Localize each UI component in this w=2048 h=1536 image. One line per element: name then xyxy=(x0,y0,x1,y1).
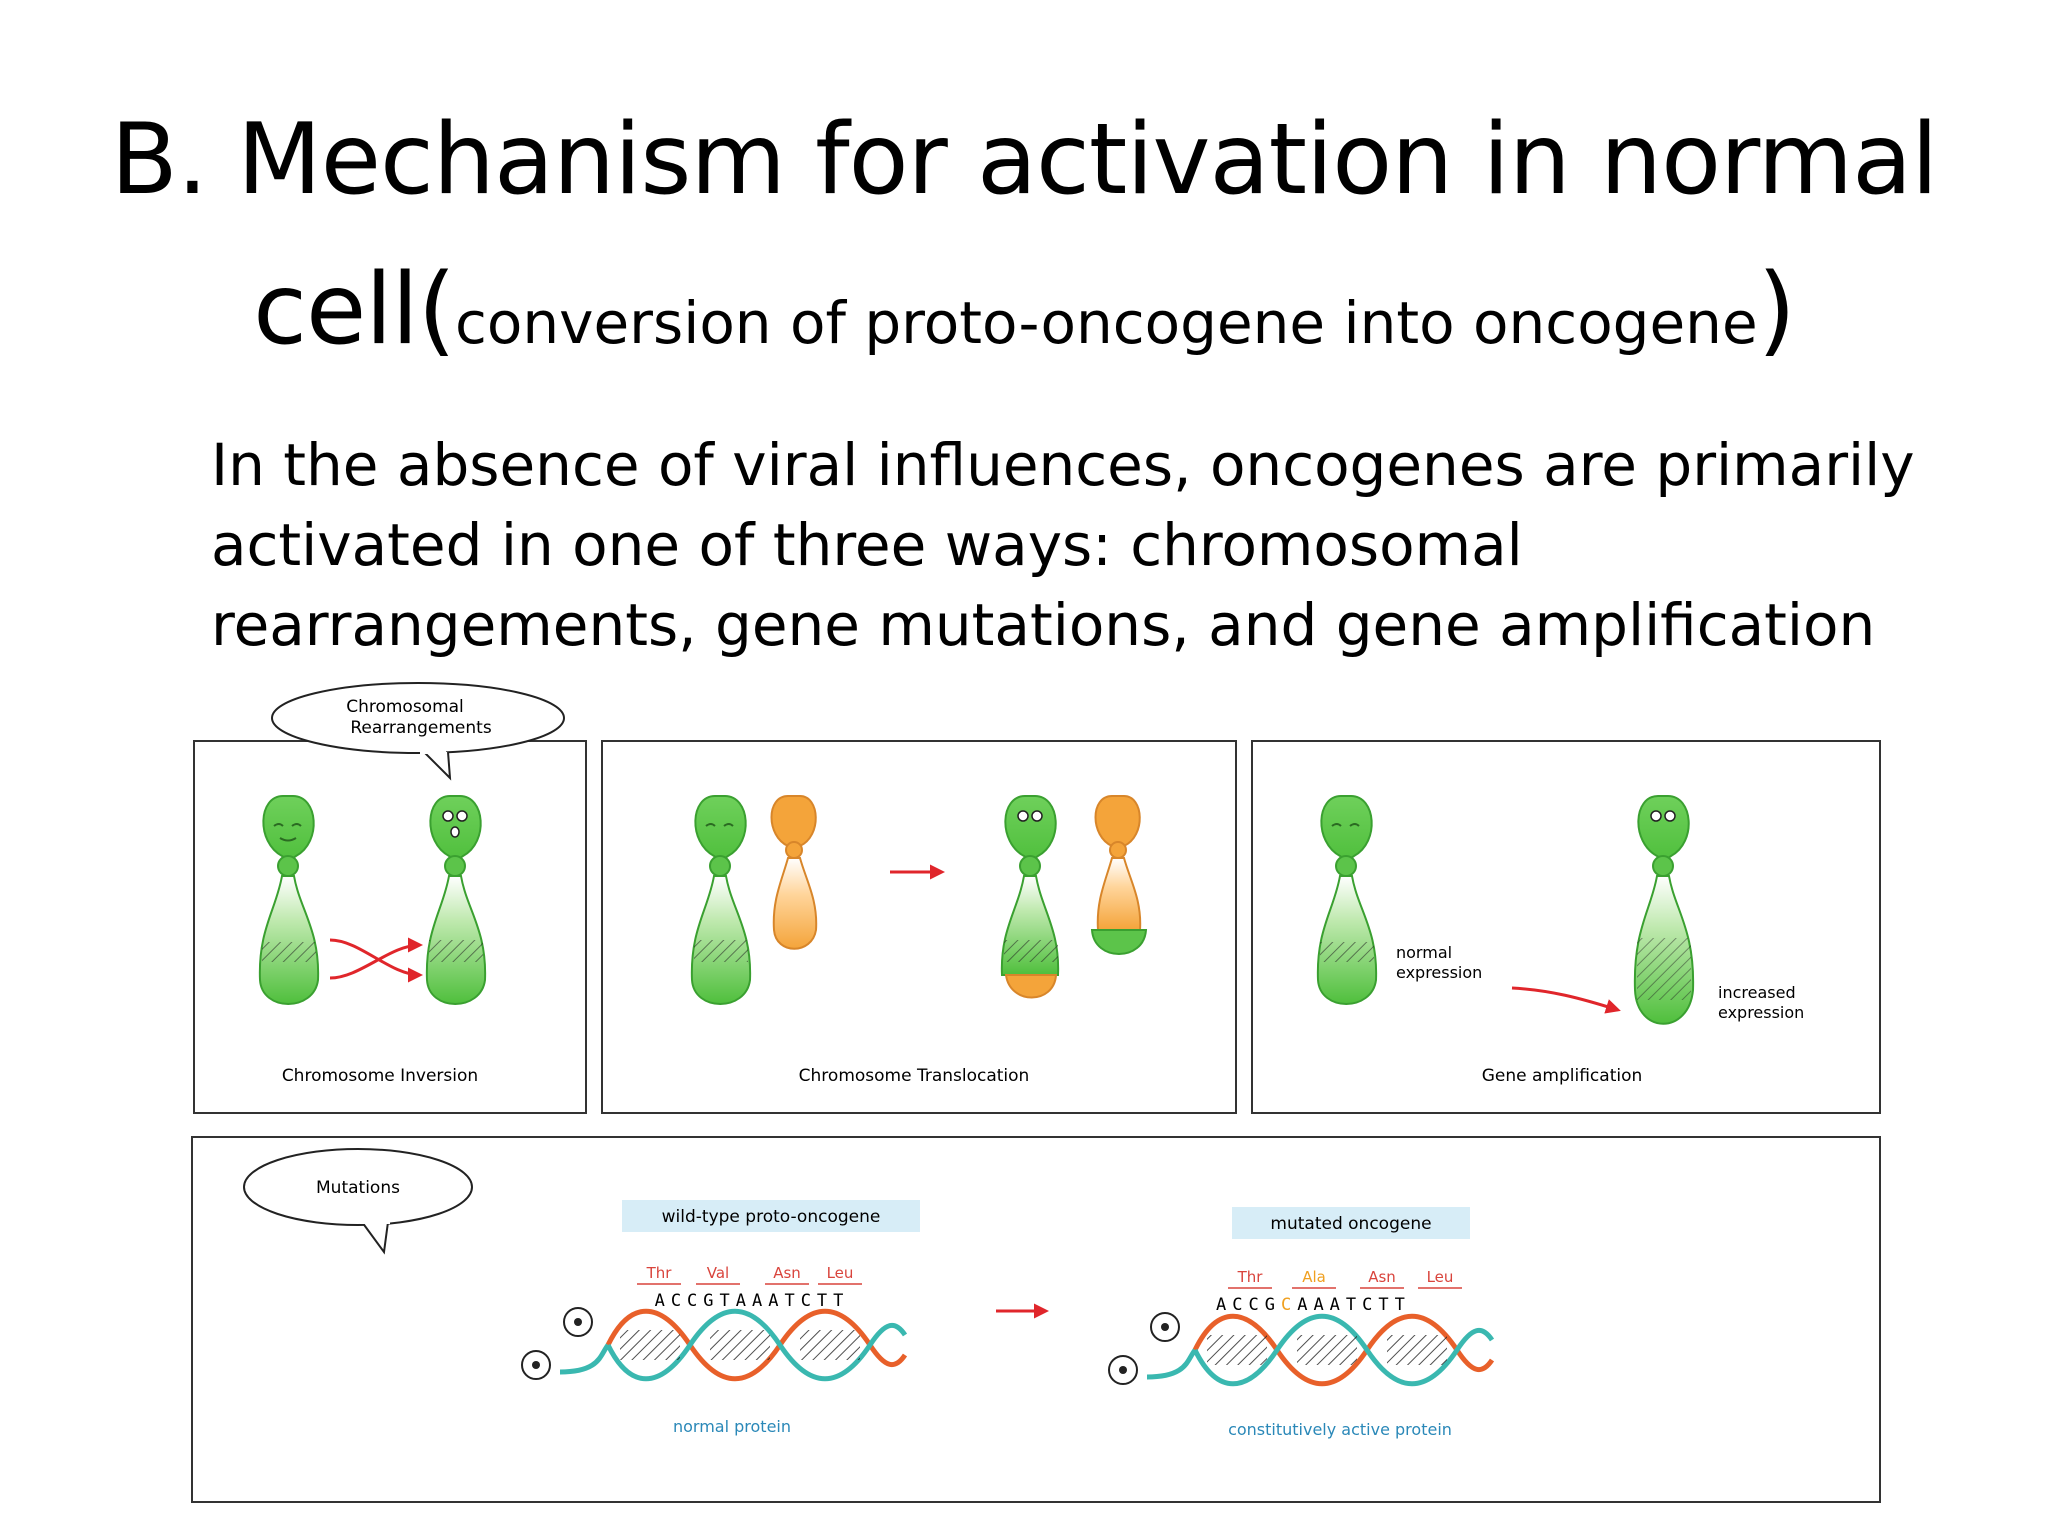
translocation-caption: Chromosome Translocation xyxy=(799,1066,1030,1086)
inversion-panel xyxy=(193,740,587,1114)
bubble-line1: Chromosomal xyxy=(346,697,464,717)
mutated-label-bg xyxy=(1232,1207,1470,1239)
amplification-caption: Gene amplification xyxy=(1482,1066,1643,1086)
amplification-arrow xyxy=(1511,986,1621,1014)
mutated-sequence: ACCGCAAATCTT xyxy=(1216,1295,1411,1315)
mt-codon-2: Ala xyxy=(1302,1268,1326,1286)
chromosome-inverted xyxy=(425,795,487,1005)
title-close-paren: ) xyxy=(1757,253,1796,367)
mutated-sequence-post: AAATCTT xyxy=(1297,1295,1411,1315)
mutated-base: C xyxy=(1281,1295,1297,1315)
wildtype-sequence: ACCGTAAATCTT xyxy=(655,1291,850,1311)
inversion-arrow-2 xyxy=(329,937,423,980)
mutated-dna-helix xyxy=(1108,1312,1495,1387)
mutated-sequence-pre: ACCG xyxy=(1216,1295,1281,1315)
inversion-arrow-1 xyxy=(329,938,423,983)
wildtype-label: wild-type proto-oncogene xyxy=(662,1207,881,1227)
mt-codon-4: Leu xyxy=(1427,1268,1454,1286)
wildtype-dna-helix xyxy=(521,1307,908,1382)
body-line-2: activated in one of three ways: chromoso… xyxy=(211,511,1523,579)
normal-protein-label: normal protein xyxy=(673,1417,791,1436)
chromosome-orange-before xyxy=(770,795,818,950)
chromosome-green-before xyxy=(690,795,752,1005)
increased-expression-label-2: expression xyxy=(1718,1003,1804,1022)
chromosome-normal-expression xyxy=(1316,795,1378,1005)
body-line-1: In the absence of viral influences, onco… xyxy=(211,431,1915,499)
mutated-label: mutated oncogene xyxy=(1270,1214,1431,1234)
wt-codon-1: Thr xyxy=(646,1264,673,1282)
wt-codon-4: Leu xyxy=(827,1264,854,1282)
active-protein-label: constitutively active protein xyxy=(1228,1420,1452,1439)
normal-expression-label-2: expression xyxy=(1396,963,1482,982)
chromosome-normal-1 xyxy=(258,795,320,1005)
increased-expression-label-1: increased xyxy=(1718,983,1796,1002)
mutations-bubble: Mutations xyxy=(243,1148,473,1255)
mt-codon-1: Thr xyxy=(1237,1268,1264,1286)
wt-codon-2: Val xyxy=(707,1264,729,1282)
normal-expression-label-1: normal xyxy=(1396,943,1452,962)
chromosome-orange-after xyxy=(1090,795,1148,955)
chromosome-amplified xyxy=(1633,795,1695,1025)
wt-codon-3: Asn xyxy=(773,1264,801,1282)
mutations-bubble-text: Mutations xyxy=(316,1178,400,1198)
slide-title-line2: cell(conversion of proto-oncogene into o… xyxy=(0,255,2048,378)
bubble-line2: Rearrangements xyxy=(350,718,492,738)
slide-title-line1: B. Mechanism for activation in normal xyxy=(110,103,1939,217)
title-subtitle: conversion of proto-oncogene into oncoge… xyxy=(455,289,1758,357)
mutations-panel xyxy=(191,1136,1881,1503)
rearrangements-bubble: Chromosomal Rearrangements xyxy=(271,682,565,781)
inversion-caption: Chromosome Inversion xyxy=(282,1066,478,1086)
wildtype-label-bg xyxy=(622,1200,920,1232)
chromosome-green-after xyxy=(1000,795,1060,999)
body-line-3: rearrangements, gene mutations, and gene… xyxy=(211,591,1876,659)
title-cell: cell( xyxy=(253,253,456,367)
mt-codon-3: Asn xyxy=(1368,1268,1396,1286)
